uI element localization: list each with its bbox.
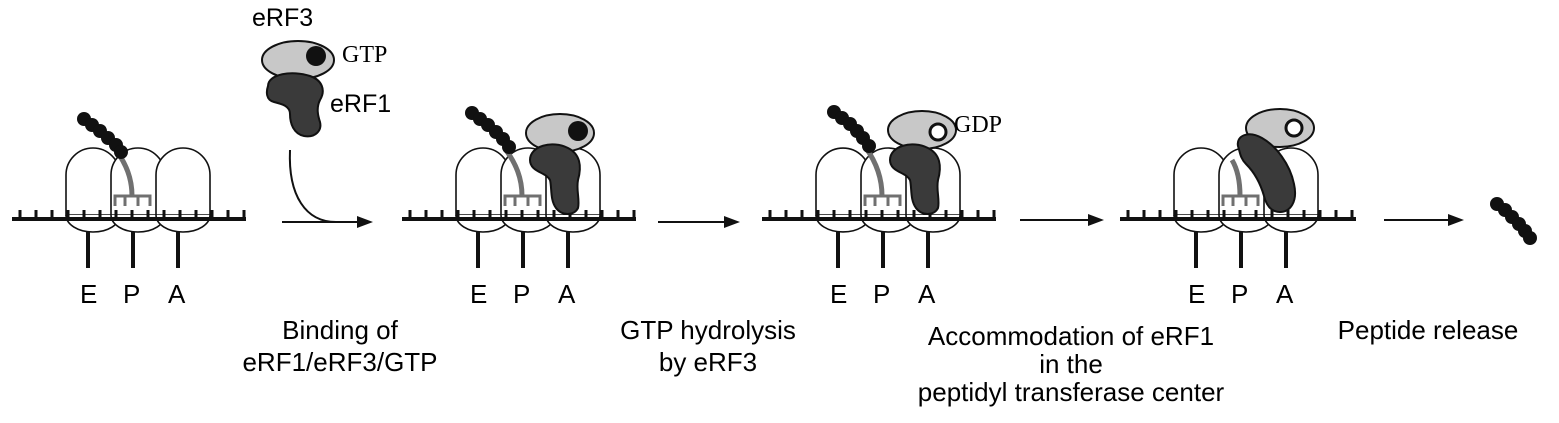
peptide-chain	[827, 105, 876, 153]
gdp-label: GDP	[954, 112, 1002, 138]
ribosome-state-2: E P A	[402, 106, 636, 309]
ribosome-state-3: GDP E P A	[762, 105, 1002, 309]
trna-anticodon	[503, 194, 542, 206]
step-arrow-4	[1384, 214, 1464, 226]
mrna-ticks	[1126, 210, 1354, 219]
step-2-line-2: by eRF3	[659, 347, 757, 377]
step-3-line-3: peptidyl transferase center	[918, 377, 1225, 407]
gtp-label: GTP	[342, 42, 387, 68]
site-label-e: E	[80, 279, 97, 309]
gtp-dot	[568, 121, 588, 141]
step-3-line-2: in the	[1039, 349, 1103, 379]
trna-anticodon	[113, 194, 152, 206]
site-label-e: E	[1188, 279, 1205, 309]
erf1-shape	[1236, 133, 1296, 214]
step-3-line-1: Accommodation of eRF1	[928, 321, 1214, 351]
mrna-ticks	[18, 210, 246, 219]
site-pegs	[476, 232, 570, 268]
released-peptide	[1490, 197, 1537, 245]
gdp-dot	[928, 122, 948, 142]
site-label-a: A	[918, 279, 936, 309]
step-1-line-2: eRF1/eRF3/GTP	[242, 347, 437, 377]
step-1-line-1: Binding of	[282, 315, 398, 345]
site-label-e: E	[830, 279, 847, 309]
site-a-body	[155, 147, 211, 216]
erf1-shape	[888, 143, 941, 215]
step-4-line-1: Peptide release	[1338, 315, 1519, 345]
free-factor-complex: eRF3 GTP eRF1	[252, 4, 391, 138]
site-pegs	[86, 232, 180, 268]
site-label-e: E	[470, 279, 487, 309]
site-label-a: A	[558, 279, 576, 309]
site-label-p: P	[513, 279, 530, 309]
site-label-a: A	[1276, 279, 1294, 309]
peptide-chain	[465, 106, 516, 154]
ribosome-state-1: E P A	[12, 112, 246, 309]
trna-stem	[1229, 158, 1243, 197]
site-label-a: A	[168, 279, 186, 309]
erf1-shape	[265, 72, 324, 138]
erf1-shape	[528, 143, 581, 215]
gdp-dot	[1284, 118, 1304, 138]
step-caption-4: Peptide release	[1338, 315, 1519, 345]
ribosome-state-4: E P A	[1120, 108, 1356, 309]
step-caption-1: Binding of eRF1/eRF3/GTP	[242, 315, 437, 377]
erf3-label: eRF3	[252, 4, 313, 32]
site-label-p: P	[1231, 279, 1248, 309]
step-arrow-3	[1020, 214, 1104, 226]
erf1-label: eRF1	[330, 90, 391, 118]
trna-anticodon	[863, 194, 902, 206]
step-2-line-1: GTP hydrolysis	[620, 315, 796, 345]
site-label-p: P	[873, 279, 890, 309]
site-label-p: P	[123, 279, 140, 309]
step-caption-3: Accommodation of eRF1 in the peptidyl tr…	[918, 321, 1225, 407]
step-caption-2: GTP hydrolysis by eRF3	[620, 315, 796, 377]
binding-arrow	[282, 149, 373, 228]
trna-anticodon	[1221, 194, 1260, 206]
step-arrow-2	[658, 216, 740, 228]
site-pegs	[836, 232, 930, 268]
peptide-chain	[77, 112, 128, 159]
gtp-dot	[306, 46, 326, 66]
site-pegs	[1194, 232, 1288, 268]
